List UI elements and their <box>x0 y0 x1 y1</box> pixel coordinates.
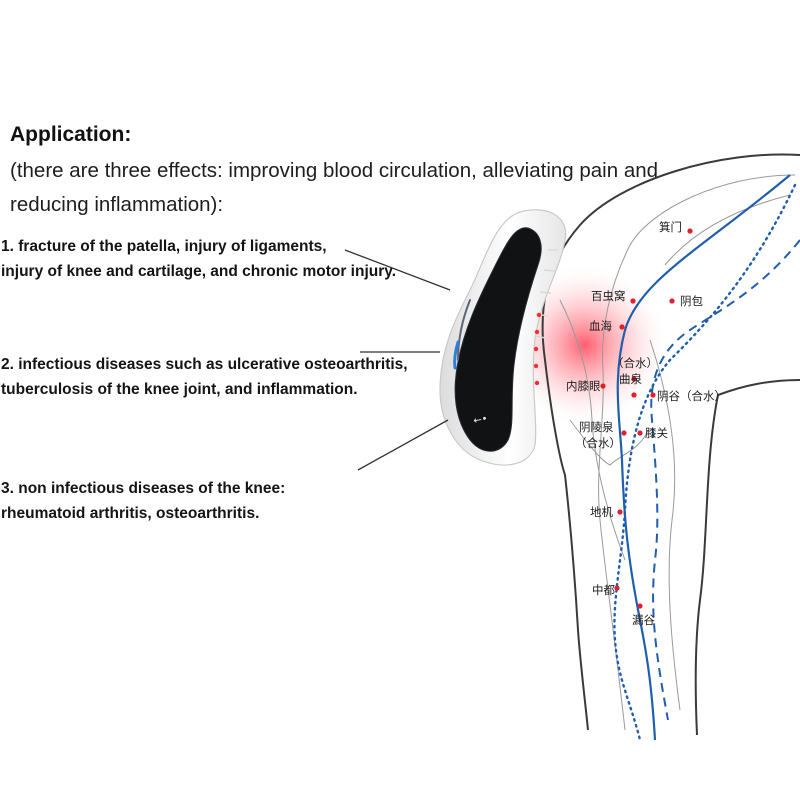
device-led-lights <box>533 312 542 386</box>
acupoint-label-xuehai: 血海 <box>589 319 612 333</box>
acupoint-label-yinbao: 阴包 <box>680 294 703 308</box>
page-title: Application: <box>10 123 132 146</box>
acupoint-dots <box>600 228 693 609</box>
device-face <box>454 227 542 452</box>
therapy-device: ←• <box>439 209 567 466</box>
application-item-1-line-1: 1. fracture of the patella, injury of li… <box>1 238 327 255</box>
acupoint-label-lougu: 漏谷 <box>632 613 655 627</box>
application-item-3-line-1: 3. non infectious diseases of the knee: <box>1 480 286 497</box>
leg-outline <box>541 153 800 736</box>
application-item-3-line-2: rheumatoid arthritis, osteoarthritis. <box>1 505 260 522</box>
acupoint-label-diji: 地机 <box>590 505 613 519</box>
application-item-2: 2. infectious diseases such as ulcerativ… <box>1 352 408 402</box>
application-item-2-line-1: 2. infectious diseases such as ulcerativ… <box>1 356 408 373</box>
meridian-lines <box>613 174 800 742</box>
application-item-3: 3. non infectious diseases of the knee: … <box>1 476 285 526</box>
acupoint-label-zhongdu: 中都 <box>592 583 615 597</box>
acupoint-label-jimen: 箕门 <box>659 220 682 234</box>
pointer-line-1 <box>344 249 451 291</box>
pointer-line-3 <box>357 419 449 471</box>
acupoint-labels: 箕门 百虫窝 阴包 血海 （合水） 曲泉 内膝眼 阴谷（合水） 阴陵泉 （合水）… <box>566 220 726 627</box>
acupoint-label-yinlingquan: 阴陵泉 <box>579 420 614 434</box>
acupoint-label-yingu: 阴谷（合水） <box>657 389 726 403</box>
application-item-2-line-2: tuberculosis of the knee joint, and infl… <box>1 381 358 398</box>
application-item-1-line-2: injury of knee and cartilage, and chroni… <box>1 263 397 280</box>
acupoint-label-ququan: 曲泉 <box>619 372 642 386</box>
meridian-dashed <box>650 239 800 721</box>
meridian-solid <box>616 174 791 741</box>
leg-inner-lines <box>559 174 796 731</box>
pointer-lines <box>344 249 451 471</box>
acupoint-label-neixiyan: 内膝眼 <box>566 379 601 393</box>
acupoint-label-heshui-b: （合水） <box>575 436 621 450</box>
device-mark: ←• <box>473 414 489 427</box>
device-blue-accent <box>453 340 460 370</box>
device-shine <box>457 299 471 361</box>
application-item-1: 1. fracture of the patella, injury of li… <box>1 234 396 284</box>
acupoint-label-baichongwo: 百虫窝 <box>591 289 626 303</box>
meridian-dotted <box>613 183 797 742</box>
effects-description: (there are three effects: improving bloo… <box>10 159 659 216</box>
acupoint-label-xiguan: 膝关 <box>645 426 668 440</box>
acupoint-label-heshui-a: （合水） <box>612 356 658 370</box>
